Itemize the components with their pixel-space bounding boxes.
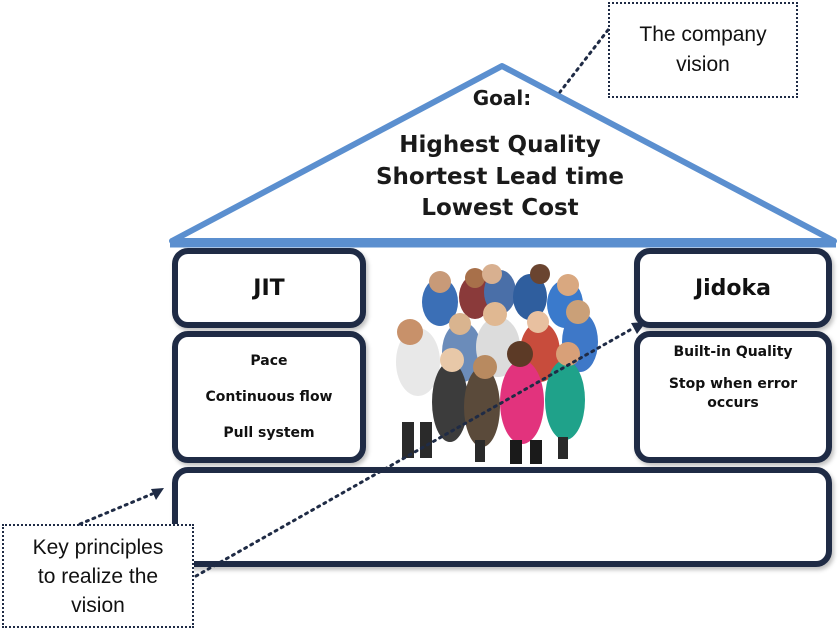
principles-callout-line-2: to realize the	[37, 564, 159, 588]
goal-highest-quality: Highest Quality	[399, 132, 601, 158]
principles-callout-line-3: vision	[71, 593, 125, 617]
jidoka-title: Jidoka	[694, 275, 772, 301]
jit-items-box: Pace Continuous flow Pull system	[172, 331, 366, 463]
jit-item-pace: Pace	[250, 352, 288, 369]
goal-label: Goal:	[472, 86, 532, 110]
goal-lowest-cost: Lowest Cost	[421, 195, 579, 221]
jidoka-item-built-in-quality: Built-in Quality	[673, 344, 793, 360]
house-roof	[169, 63, 837, 248]
team-photo-people	[396, 264, 598, 464]
principles-callout: Key principles to realize the vision	[2, 524, 194, 628]
foundation-connector	[78, 492, 154, 526]
principles-callout-line-1: Key principles	[32, 535, 164, 559]
vision-callout-line-1: The company	[639, 23, 767, 46]
jidoka-item-stop-when-error: Stop when error occurs	[668, 376, 798, 411]
foundation-arrowhead	[151, 488, 164, 500]
vision-callout: The company vision	[608, 2, 798, 98]
jit-title: JIT	[253, 275, 285, 301]
goal-shortest-lead-time: Shortest Lead time	[375, 164, 625, 190]
jidoka-title-box: Jidoka	[634, 248, 832, 328]
jit-title-box: JIT	[172, 248, 366, 328]
vision-callout-line-2: vision	[676, 53, 730, 76]
jidoka-items-box: Built-in Quality Stop when error occurs	[634, 331, 832, 463]
jit-item-continuous-flow: Continuous flow	[205, 388, 333, 405]
jit-item-pull-system: Pull system	[223, 424, 315, 441]
team-photo	[396, 264, 598, 464]
foundation-box	[172, 467, 832, 567]
